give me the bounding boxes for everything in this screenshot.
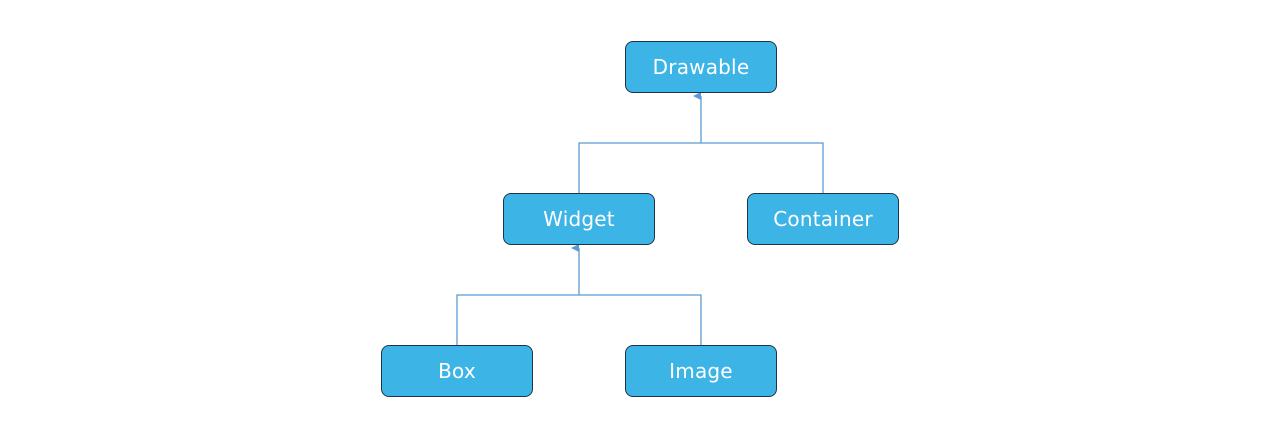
connector-image-widget bbox=[579, 294, 702, 345]
node-drawable: Drawable bbox=[625, 41, 777, 93]
node-widget-label: Widget bbox=[543, 207, 615, 231]
connector-widget-drawable bbox=[578, 142, 701, 193]
node-image-label: Image bbox=[669, 359, 733, 383]
node-box: Box bbox=[381, 345, 533, 397]
connector-box-widget bbox=[456, 294, 579, 345]
node-container: Container bbox=[747, 193, 899, 245]
connector-container-drawable bbox=[701, 142, 824, 193]
node-container-label: Container bbox=[773, 207, 873, 231]
node-image: Image bbox=[625, 345, 777, 397]
node-drawable-label: Drawable bbox=[652, 55, 750, 79]
node-box-label: Box bbox=[438, 359, 476, 383]
node-widget: Widget bbox=[503, 193, 655, 245]
